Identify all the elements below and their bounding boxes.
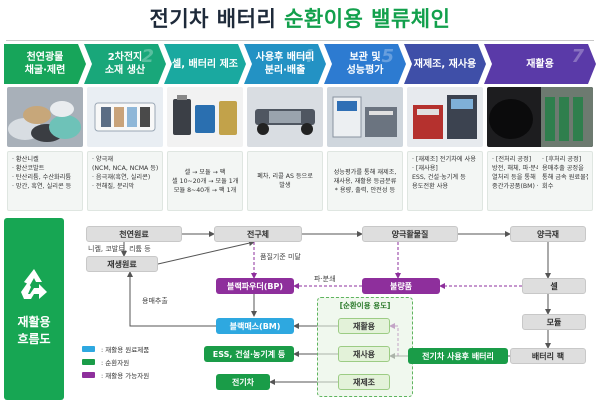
stage-description: · [전처리 공정] 방전, 해체, 파·분쇄, 열처리 등을 통해 중간가공품… bbox=[487, 151, 593, 211]
flow-side-label: 재활용 흐름도 bbox=[17, 315, 51, 346]
reuse-item-remanufacture: 재제조 bbox=[338, 374, 390, 390]
stage-header: 천연광물 채굴·제련 bbox=[4, 44, 86, 84]
edge-label-crush: 파·분쇄 bbox=[314, 275, 336, 283]
reuse-item-recycling: 재활용 bbox=[338, 318, 390, 334]
stage-description: 폐차, 리콜 AS 등으로 발생 bbox=[247, 151, 323, 211]
stage-separation: 사용후 배터리 분리·배출 4 폐차, 리콜 AS 등으로 발생 bbox=[244, 44, 326, 212]
ess-photo bbox=[407, 87, 483, 147]
node-pack: 배터리 팩 bbox=[510, 348, 586, 364]
stage-reuse: 재제조, 재사용 · [재제조] 전기차에 사용 · [재사용] ESS, 건설… bbox=[404, 44, 486, 212]
minerals-photo bbox=[7, 87, 83, 147]
stage-header: 보관 및 성능평가 5 bbox=[324, 44, 406, 84]
stage-description: · 양극재 (NCM, NCA, NCMA 등) · 음극재(흑연, 실리콘) … bbox=[87, 151, 163, 211]
reuse-box-title: [순환이용 용도] bbox=[339, 301, 391, 310]
stage-header: 사용후 배터리 분리·배출 4 bbox=[244, 44, 326, 84]
node-cathode-active: 양극활물질 bbox=[362, 226, 458, 242]
stage-materials: 2차전지 소재 생산 2 · 양극재 (NCM, NCA, NCMA 등) · … bbox=[84, 44, 166, 212]
battery-cell-illustration bbox=[87, 87, 163, 147]
battery-pack-illustration bbox=[167, 87, 243, 147]
stage-header: 재활용 7 bbox=[484, 44, 596, 84]
legend-swatch bbox=[82, 358, 95, 365]
title-divider bbox=[6, 40, 594, 41]
stage-title: 사용후 배터리 분리·배출 bbox=[255, 52, 315, 76]
cells-photo bbox=[167, 87, 243, 147]
stage-title: 재제조, 재사용 bbox=[413, 58, 477, 70]
black-mass-photo bbox=[487, 87, 593, 147]
stage-title: 천연광물 채굴·제련 bbox=[24, 52, 66, 76]
node-defect: 불량품 bbox=[362, 278, 440, 294]
title-part-2: 순환이용 밸류체인 bbox=[284, 7, 451, 31]
testing-equipment-illustration bbox=[327, 87, 403, 147]
stage-header: 재제조, 재사용 bbox=[404, 44, 486, 84]
node-cathode: 양극재 bbox=[510, 226, 586, 242]
node-used-battery: 전기차 사용후 배터리 bbox=[408, 348, 508, 364]
recycle-icon bbox=[21, 269, 47, 299]
stage-title: 셀, 배터리 제조 bbox=[172, 58, 238, 70]
recycling-flow-diagram: 천연원료 니켈, 코발트, 리튬 등 재생원료 전구체 양극활물질 양극재 품질… bbox=[68, 218, 596, 400]
reuse-item-reuse: 재사용 bbox=[338, 346, 390, 362]
node-natural-raw-sub: 니켈, 코발트, 리튬 등 bbox=[88, 245, 151, 253]
minerals-illustration bbox=[7, 87, 83, 147]
stage-description: 셀 → 모듈 → 팩 셀 10~20개 → 모듈 1개 모듈 8~40개 → 팩… bbox=[167, 151, 243, 211]
node-cell: 셀 bbox=[522, 278, 586, 294]
stage-cell-manufacture: 셀, 배터리 제조 셀 → 모듈 → 팩 셀 10~20개 → 모듈 1개 모듈… bbox=[164, 44, 246, 212]
flow-side-panel: 재활용 흐름도 bbox=[4, 218, 64, 400]
edge-label-quality: 품질기준 미달 bbox=[260, 253, 301, 261]
title-part-1: 전기차 배터리 bbox=[149, 7, 277, 31]
stage-description: · [재제조] 전기차에 사용 · [재사용] ESS, 건설·농기계 등 용도… bbox=[407, 151, 483, 211]
stage-evaluation: 보관 및 성능평가 5 성능평가를 통해 재제조, 재사용, 재활용 등급분류 … bbox=[324, 44, 406, 212]
legend-swatch bbox=[82, 345, 95, 352]
edge-label-solvent: 용매추출 bbox=[142, 297, 168, 305]
node-module: 모듈 bbox=[522, 314, 586, 330]
node-natural-raw: 천연원료 bbox=[86, 226, 182, 242]
page-title: 전기차 배터리 순환이용 밸류체인 bbox=[0, 0, 600, 38]
ev-chassis-photo bbox=[247, 87, 323, 147]
legend-item: : 순환자원 bbox=[82, 355, 202, 368]
legend-item: : 재활용 가능자원 bbox=[82, 368, 202, 381]
stage-description: · 황산니켈 · 황산코발트 · 탄산리튬, 수산화리튬 · 망간, 흑연, 실… bbox=[7, 151, 83, 211]
node-black-powder: 블랙파우더(BP) bbox=[216, 278, 294, 294]
stage-header: 셀, 배터리 제조 bbox=[164, 44, 246, 84]
ev-chassis-illustration bbox=[247, 87, 323, 147]
legend-swatch bbox=[82, 371, 95, 378]
stage-title: 보관 및 성능평가 bbox=[346, 52, 384, 76]
ess-illustration bbox=[407, 87, 483, 147]
node-ev: 전기차 bbox=[216, 374, 270, 390]
stage-recycling: 재활용 7 · [전처리 공정] 방전, 해체, 파·분쇄, 열처리 등을 통해… bbox=[484, 44, 596, 212]
flow-legend: : 재활용 원료제품 : 순환자원 : 재활용 가능자원 bbox=[82, 342, 202, 381]
materials-photo bbox=[87, 87, 163, 147]
stage-description: 성능평가를 통해 재제조, 재사용, 재활용 등급분류 * 용량, 출력, 안전… bbox=[327, 151, 403, 211]
stage-mining: 천연광물 채굴·제련 · 황산니켈 · 황산코발트 · 탄산리튬, 수산화리튬 … bbox=[4, 44, 86, 212]
legend-item: : 재활용 원료제품 bbox=[82, 342, 202, 355]
node-ess: ESS, 건설·농기계 등 bbox=[204, 346, 294, 362]
black-mass-illustration bbox=[487, 87, 593, 147]
stage-title: 2차전지 소재 생산 bbox=[104, 52, 146, 76]
node-black-mass: 블랙매스(BM) bbox=[216, 318, 294, 334]
node-precursor: 전구체 bbox=[214, 226, 302, 242]
stage-header: 2차전지 소재 생산 2 bbox=[84, 44, 166, 84]
testing-photo bbox=[327, 87, 403, 147]
stage-title: 재활용 bbox=[526, 58, 554, 70]
node-recycled-raw: 재생원료 bbox=[86, 256, 158, 272]
